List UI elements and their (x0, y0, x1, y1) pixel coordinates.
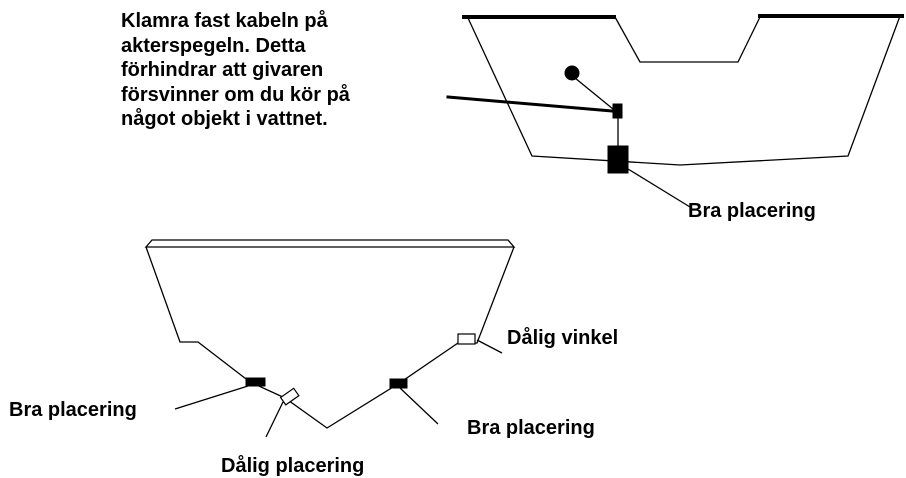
hull-cross-section (144, 239, 516, 438)
transom-rear-view (446, 14, 904, 208)
label-top-good-placement: Bra placering (688, 200, 816, 222)
transducer-good (607, 145, 629, 174)
transducer-cable (446, 95, 614, 113)
note-line-4: försvinner om du kör på (121, 83, 350, 106)
left-good-leader (174, 385, 249, 410)
note-line-5: något objekt i vattnet. (121, 108, 328, 130)
label-left-good-placement: Bra placering (9, 399, 137, 421)
right-good-leader (399, 387, 439, 425)
transom-outline (467, 15, 901, 166)
transducer-left-good (245, 377, 266, 387)
anchor-leader (574, 77, 614, 110)
label-bad-angle: Dålig vinkel (507, 327, 619, 349)
clamp-instruction-note: Klamra fast kabeln på akterspegeln. Dett… (121, 9, 421, 132)
bad-placement-leader (265, 401, 284, 438)
label-right-good-placement: Bra placering (467, 417, 595, 439)
label-bad-placement: Dålig placering (221, 455, 365, 477)
note-line-1: Klamra fast kabeln på (121, 10, 328, 32)
note-line-3: förhindrar att givaren (121, 59, 324, 81)
bad-angle-leader (476, 339, 503, 354)
top-good-leader (627, 168, 691, 208)
transom-notch (614, 16, 761, 63)
note-line-2: akterspegeln. Detta (121, 34, 306, 57)
transducer-bad-angle (457, 333, 476, 345)
cable-anchor-ball (564, 65, 580, 81)
transducer-right-good (389, 378, 408, 389)
transducer-bad-placement (279, 387, 300, 406)
cable-clamp (612, 103, 623, 119)
hull-deck (144, 239, 516, 248)
